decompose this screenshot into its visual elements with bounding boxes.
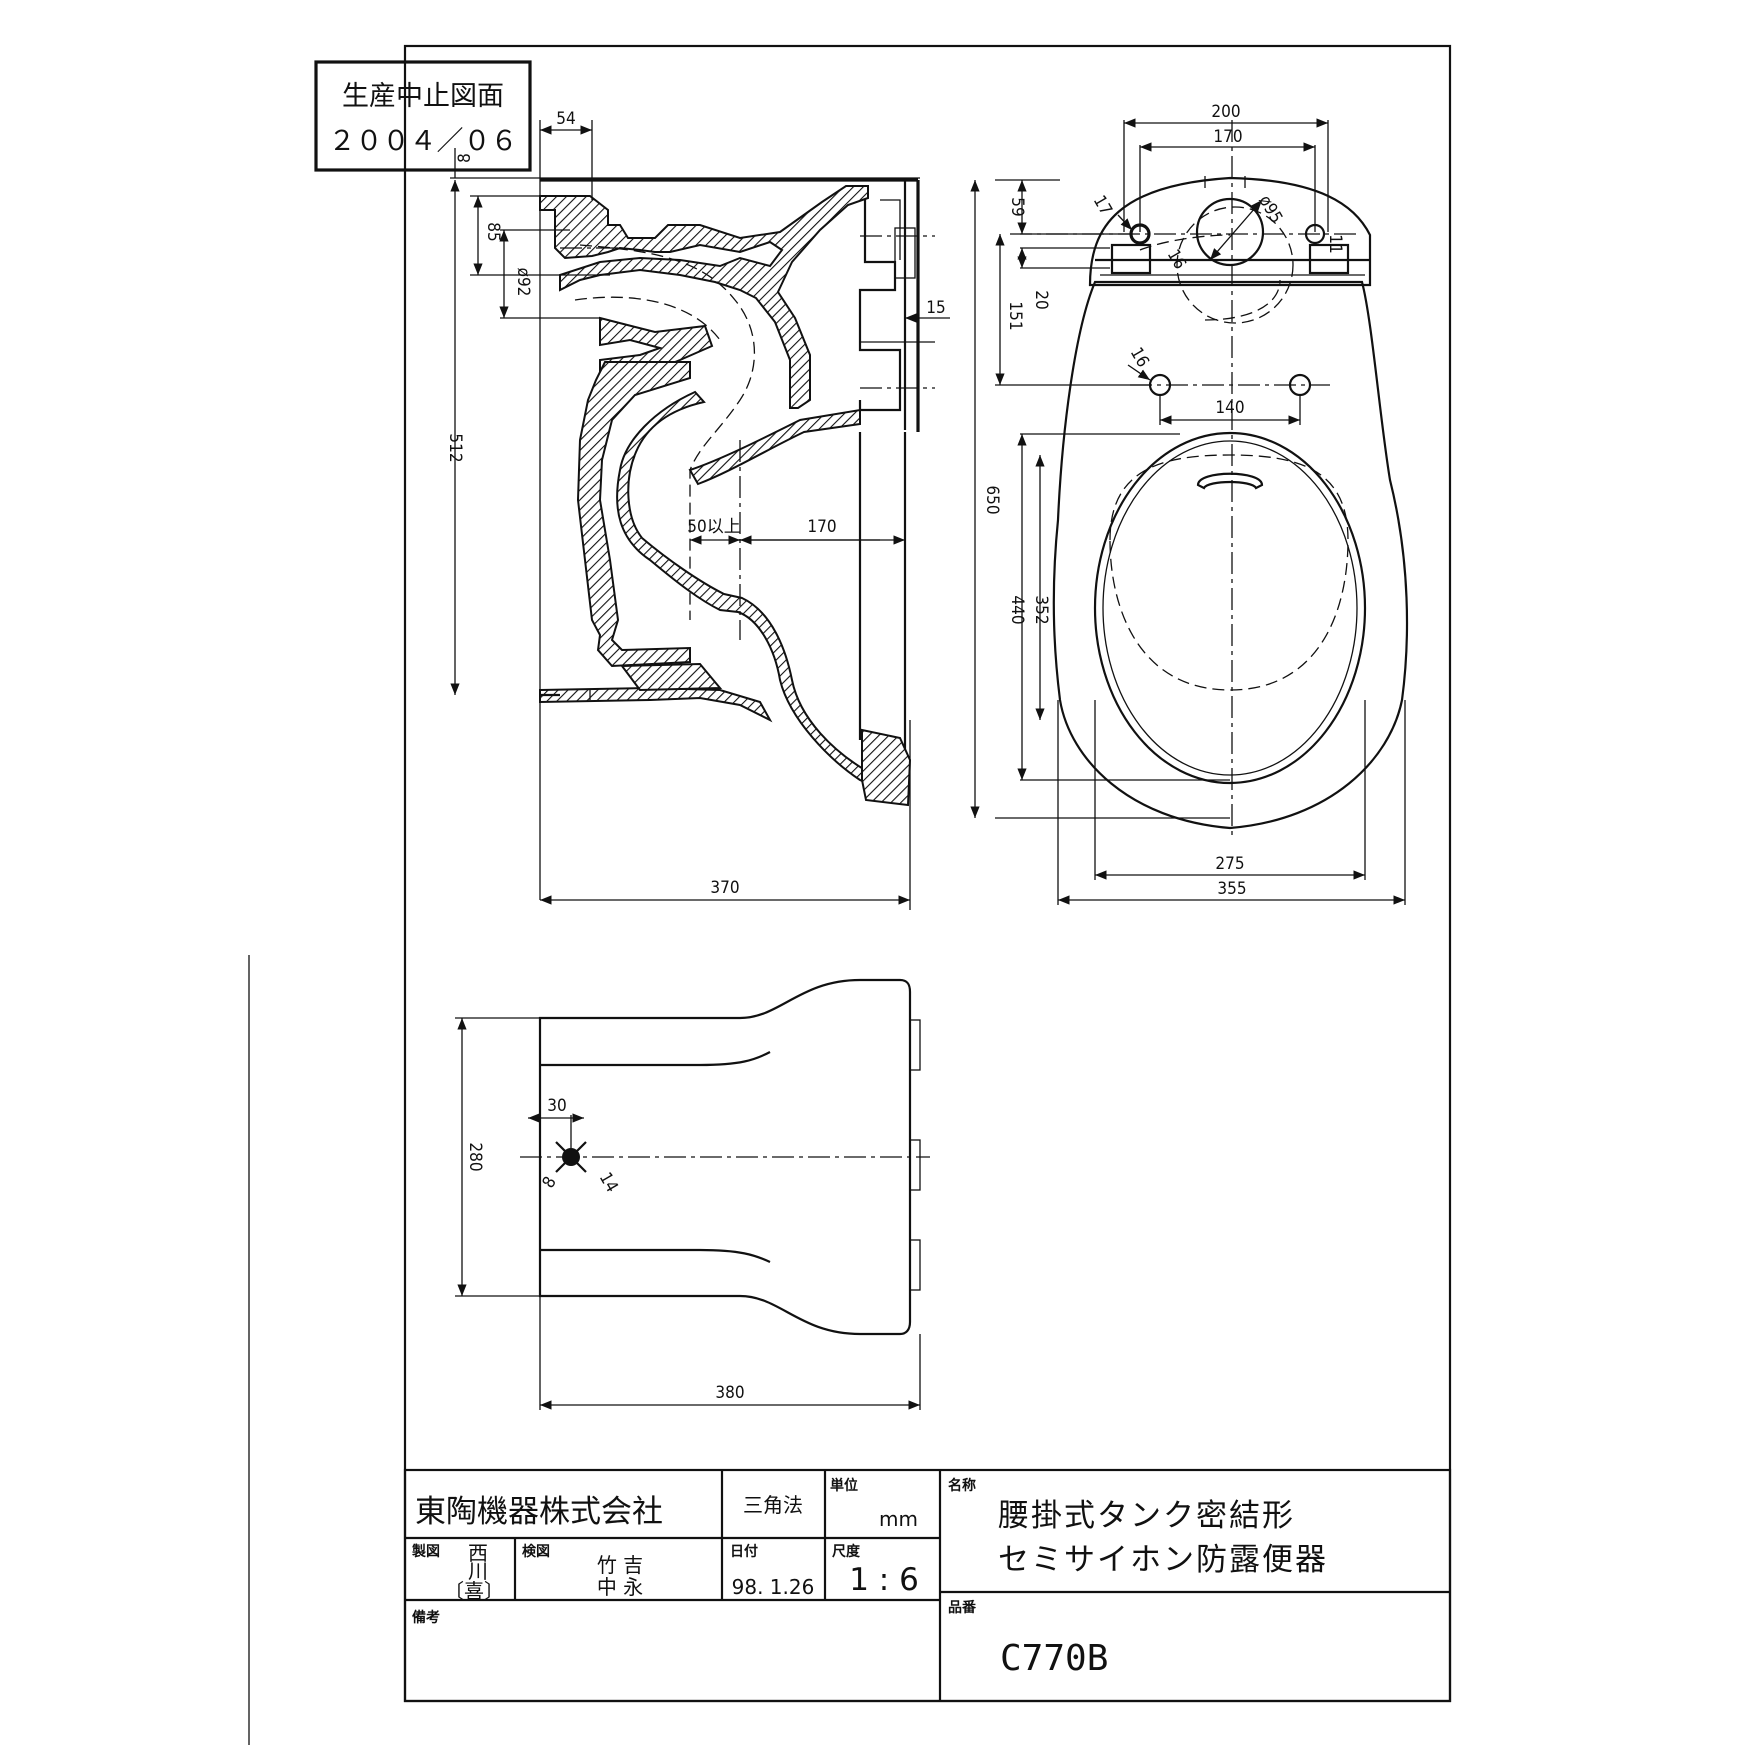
drawn-label: 製図 bbox=[411, 1543, 440, 1560]
drawn-by-1: 西 bbox=[468, 1541, 488, 1565]
title-block: 東陶機器株式会社 三角法 単位 mm 名称 腰掛式タンク密結形 セミサイホン防露… bbox=[403, 1468, 1452, 1703]
dim-650: 650 bbox=[982, 485, 1002, 514]
company-name: 東陶機器株式会社 bbox=[415, 1494, 663, 1530]
dim-59: 59 bbox=[1007, 197, 1027, 216]
dim-280: 280 bbox=[465, 1142, 485, 1171]
dim-92: ø92 bbox=[513, 268, 533, 297]
date-label: 日付 bbox=[730, 1543, 758, 1560]
dim-50-over: 50以上 bbox=[687, 517, 740, 537]
checked-label: 検図 bbox=[522, 1543, 550, 1560]
top-plan-view: 200 170 17 ø95 16 11 59 20 151 650 440 3… bbox=[970, 102, 1409, 905]
dim-17: 17 bbox=[1089, 192, 1116, 219]
side-section-view: 54 8 512 85 ø92 15 50以上 170 370 bbox=[445, 109, 950, 910]
stamp-line-1: 生産中止図面 bbox=[342, 81, 504, 112]
part-label: 品番 bbox=[948, 1599, 977, 1616]
dim-440: 440 bbox=[1007, 595, 1027, 624]
dim-15: 15 bbox=[926, 298, 945, 318]
dim-352: 352 bbox=[1031, 595, 1051, 624]
dim-8-bottom: 8 bbox=[539, 1173, 561, 1191]
scale-label: 尺度 bbox=[832, 1543, 861, 1560]
dim-170-top: 170 bbox=[1213, 127, 1242, 147]
name-label: 名称 bbox=[948, 1477, 976, 1494]
checked-by-2: 中 永 bbox=[597, 1575, 643, 1599]
dim-275: 275 bbox=[1215, 854, 1244, 874]
dim-200: 200 bbox=[1211, 102, 1240, 122]
dim-151: 151 bbox=[1005, 301, 1025, 330]
dim-170-side: 170 bbox=[807, 517, 836, 537]
dim-14: 14 bbox=[595, 1169, 622, 1196]
unit-value: mm bbox=[879, 1507, 918, 1531]
product-name-line-2: セミサイホン防露便器 bbox=[998, 1542, 1328, 1578]
dim-54: 54 bbox=[556, 109, 575, 129]
drawn-by-2: 川 bbox=[468, 1559, 488, 1583]
dim-8-side: 8 bbox=[455, 153, 475, 163]
dim-355: 355 bbox=[1217, 879, 1246, 899]
date-value: 98. 1.26 bbox=[732, 1575, 815, 1599]
dim-380: 380 bbox=[715, 1383, 744, 1403]
product-name-line-1: 腰掛式タンク密結形 bbox=[998, 1498, 1295, 1534]
drawn-by-3: 〔喜〕 bbox=[444, 1579, 504, 1603]
dim-30: 30 bbox=[547, 1096, 566, 1116]
unit-label: 単位 bbox=[830, 1477, 858, 1494]
dim-11: 11 bbox=[1325, 234, 1345, 253]
stamp-line-2: ２００４／０６ bbox=[329, 126, 518, 157]
remarks-label: 備考 bbox=[412, 1609, 440, 1626]
part-number: C770B bbox=[1000, 1638, 1108, 1679]
projection-method: 三角法 bbox=[743, 1493, 803, 1517]
checked-by-1: 竹 吉 bbox=[597, 1553, 643, 1577]
drawing-frame bbox=[403, 44, 1452, 1703]
dim-140: 140 bbox=[1215, 398, 1244, 418]
dim-95: ø95 bbox=[1254, 192, 1286, 227]
discontinued-stamp: 生産中止図面 ２００４／０６ bbox=[314, 60, 532, 172]
dim-370: 370 bbox=[710, 878, 739, 898]
dim-85: 85 bbox=[483, 222, 503, 241]
bottom-view: 30 8 14 280 380 bbox=[455, 978, 930, 1410]
dim-512: 512 bbox=[445, 433, 465, 462]
scale-value: 1 : 6 bbox=[849, 1562, 919, 1598]
dim-20: 20 bbox=[1031, 290, 1051, 309]
dim-16-top-a: 16 bbox=[1163, 246, 1190, 273]
